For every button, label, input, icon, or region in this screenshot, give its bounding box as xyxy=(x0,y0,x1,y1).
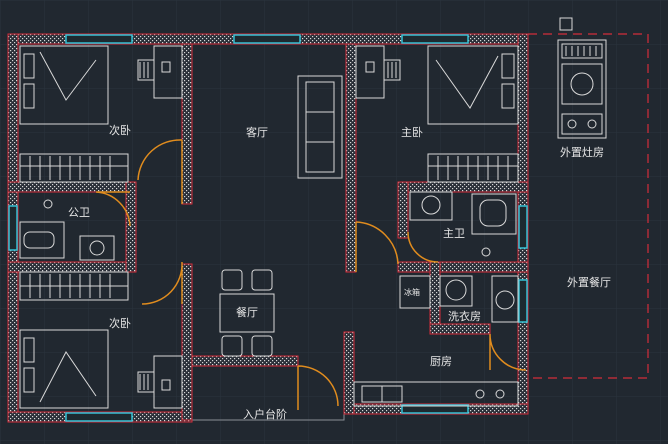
label-master-bath: 主卫 xyxy=(443,227,465,240)
label-dining-room: 餐厅 xyxy=(236,305,258,319)
dining-table xyxy=(219,269,275,357)
door-master-bath xyxy=(407,231,439,263)
label-public-bath: 公卫 xyxy=(68,206,90,219)
desk-nw xyxy=(137,45,183,99)
windows xyxy=(8,34,528,422)
door-sw-bedroom xyxy=(141,261,183,305)
furniture xyxy=(19,17,607,409)
doors xyxy=(95,139,527,410)
label-laundry: 洗衣房 xyxy=(448,309,481,323)
bed-master xyxy=(427,45,519,125)
label-living-room: 客厅 xyxy=(246,125,268,139)
label-outdoor-dining: 外置餐厅 xyxy=(567,275,611,289)
wardrobe-master xyxy=(427,153,519,183)
window-sw-bottom xyxy=(65,412,133,422)
window-living-top xyxy=(233,34,301,44)
label-outdoor-kitchen: 外置灶房 xyxy=(560,146,604,159)
label-entrance-steps: 入户台阶 xyxy=(243,407,287,421)
wardrobe-nw xyxy=(19,153,129,183)
label-bedroom-nw: 次卧 xyxy=(109,123,131,137)
label-kitchen: 厨房 xyxy=(430,355,452,368)
label-fridge: 冰箱 xyxy=(404,287,420,297)
outdoor-stove xyxy=(557,17,607,139)
kitchen-counter xyxy=(353,381,519,407)
window-east-laundry xyxy=(518,279,528,323)
window-kitchen-bottom xyxy=(401,404,469,414)
window-east-bath xyxy=(518,205,528,249)
outdoor-boundary xyxy=(528,33,649,379)
master-bath-fixtures xyxy=(409,191,517,257)
door-laundry xyxy=(489,333,527,371)
public-bath-fixtures xyxy=(19,199,115,261)
door-public-bath xyxy=(95,191,131,227)
door-nw-bedroom xyxy=(137,139,183,204)
window-west-bath xyxy=(8,205,18,251)
desk-sw xyxy=(137,355,183,409)
door-master-bedroom xyxy=(355,221,399,272)
bed-sw xyxy=(19,329,109,409)
bed-nw xyxy=(19,45,109,125)
sofa xyxy=(297,75,343,179)
label-master-bedroom: 主卧 xyxy=(401,126,423,139)
laundry-fixtures xyxy=(399,275,519,323)
window-nw-top xyxy=(65,34,133,44)
label-bedroom-sw: 次卧 xyxy=(109,316,131,330)
desk-master xyxy=(355,45,401,99)
wardrobe-sw xyxy=(19,271,129,301)
room-labels: 次卧 客厅 主卧 外置灶房 公卫 主卫 餐厅 次卧 洗衣房 外置餐厅 厨房 入户… xyxy=(68,123,611,421)
window-master-top xyxy=(401,34,469,44)
door-entrance xyxy=(297,365,339,410)
